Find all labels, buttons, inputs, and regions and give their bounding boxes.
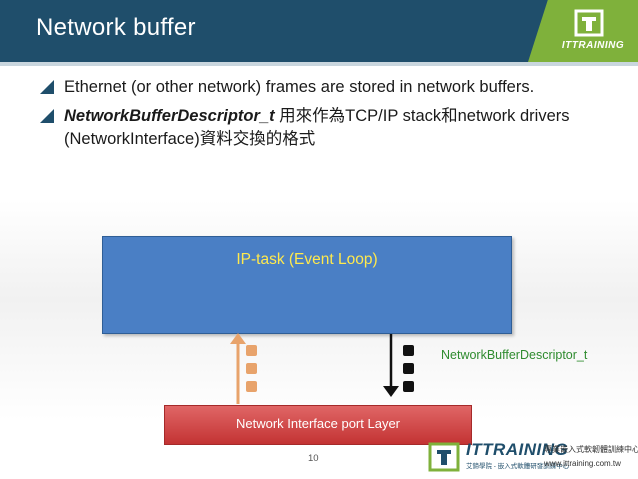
network-interface-box: Network Interface port Layer [164,405,472,445]
bullet-item: NetworkBufferDescriptor_t 用來作為TCP/IP sta… [40,105,600,151]
bullet-text: Ethernet (or other network) frames are s… [64,78,535,96]
bullet-text: 用來作為TCP/IP stack和network drivers (Networ… [64,107,570,148]
logo-text: ITTRAINING [561,40,625,51]
footer-brand-chinese: 專業嵌入式軟韌體訓練中心 [544,445,638,454]
footer-logo: ITTRAINING 艾鍗學院 - 嵌入式軟體研發訓練中心 專業嵌入式軟韌體訓練… [428,438,638,479]
bullet-icon [40,80,54,94]
slide-header: Network buffer [0,0,638,62]
ittraining-footer-logo-icon [428,442,460,472]
buffer-descriptor-label: NetworkBufferDescriptor_t [441,348,588,362]
footer-brand: ITTRAINING [466,440,569,459]
up-buffer-block [246,363,257,374]
ittraining-logo-icon [574,9,604,37]
down-buffer-block [403,345,414,356]
down-arrow-head [383,386,399,397]
ip-task-box: IP-task (Event Loop) [102,236,512,334]
bullet-strong-text: NetworkBufferDescriptor_t [64,107,275,125]
network-interface-label: Network Interface port Layer [235,416,401,431]
up-buffer-block [246,345,257,356]
down-buffer-block [403,363,414,374]
down-buffer-block [403,381,414,392]
bullet-icon [40,109,54,123]
footer-url: www.ittraining.com.tw [544,459,621,468]
header-divider [0,62,638,66]
page-number: 10 [308,453,319,464]
up-buffer-block [246,381,257,392]
bullet-item: Ethernet (or other network) frames are s… [40,76,600,99]
footer-brand-sub: 艾鍗學院 - 嵌入式軟體研發訓練中心 [466,463,570,470]
ip-task-label: IP-task (Event Loop) [236,251,378,268]
slide-title: Network buffer [36,14,196,41]
bullet-list: Ethernet (or other network) frames are s… [40,76,600,157]
up-arrow-head [230,333,246,344]
